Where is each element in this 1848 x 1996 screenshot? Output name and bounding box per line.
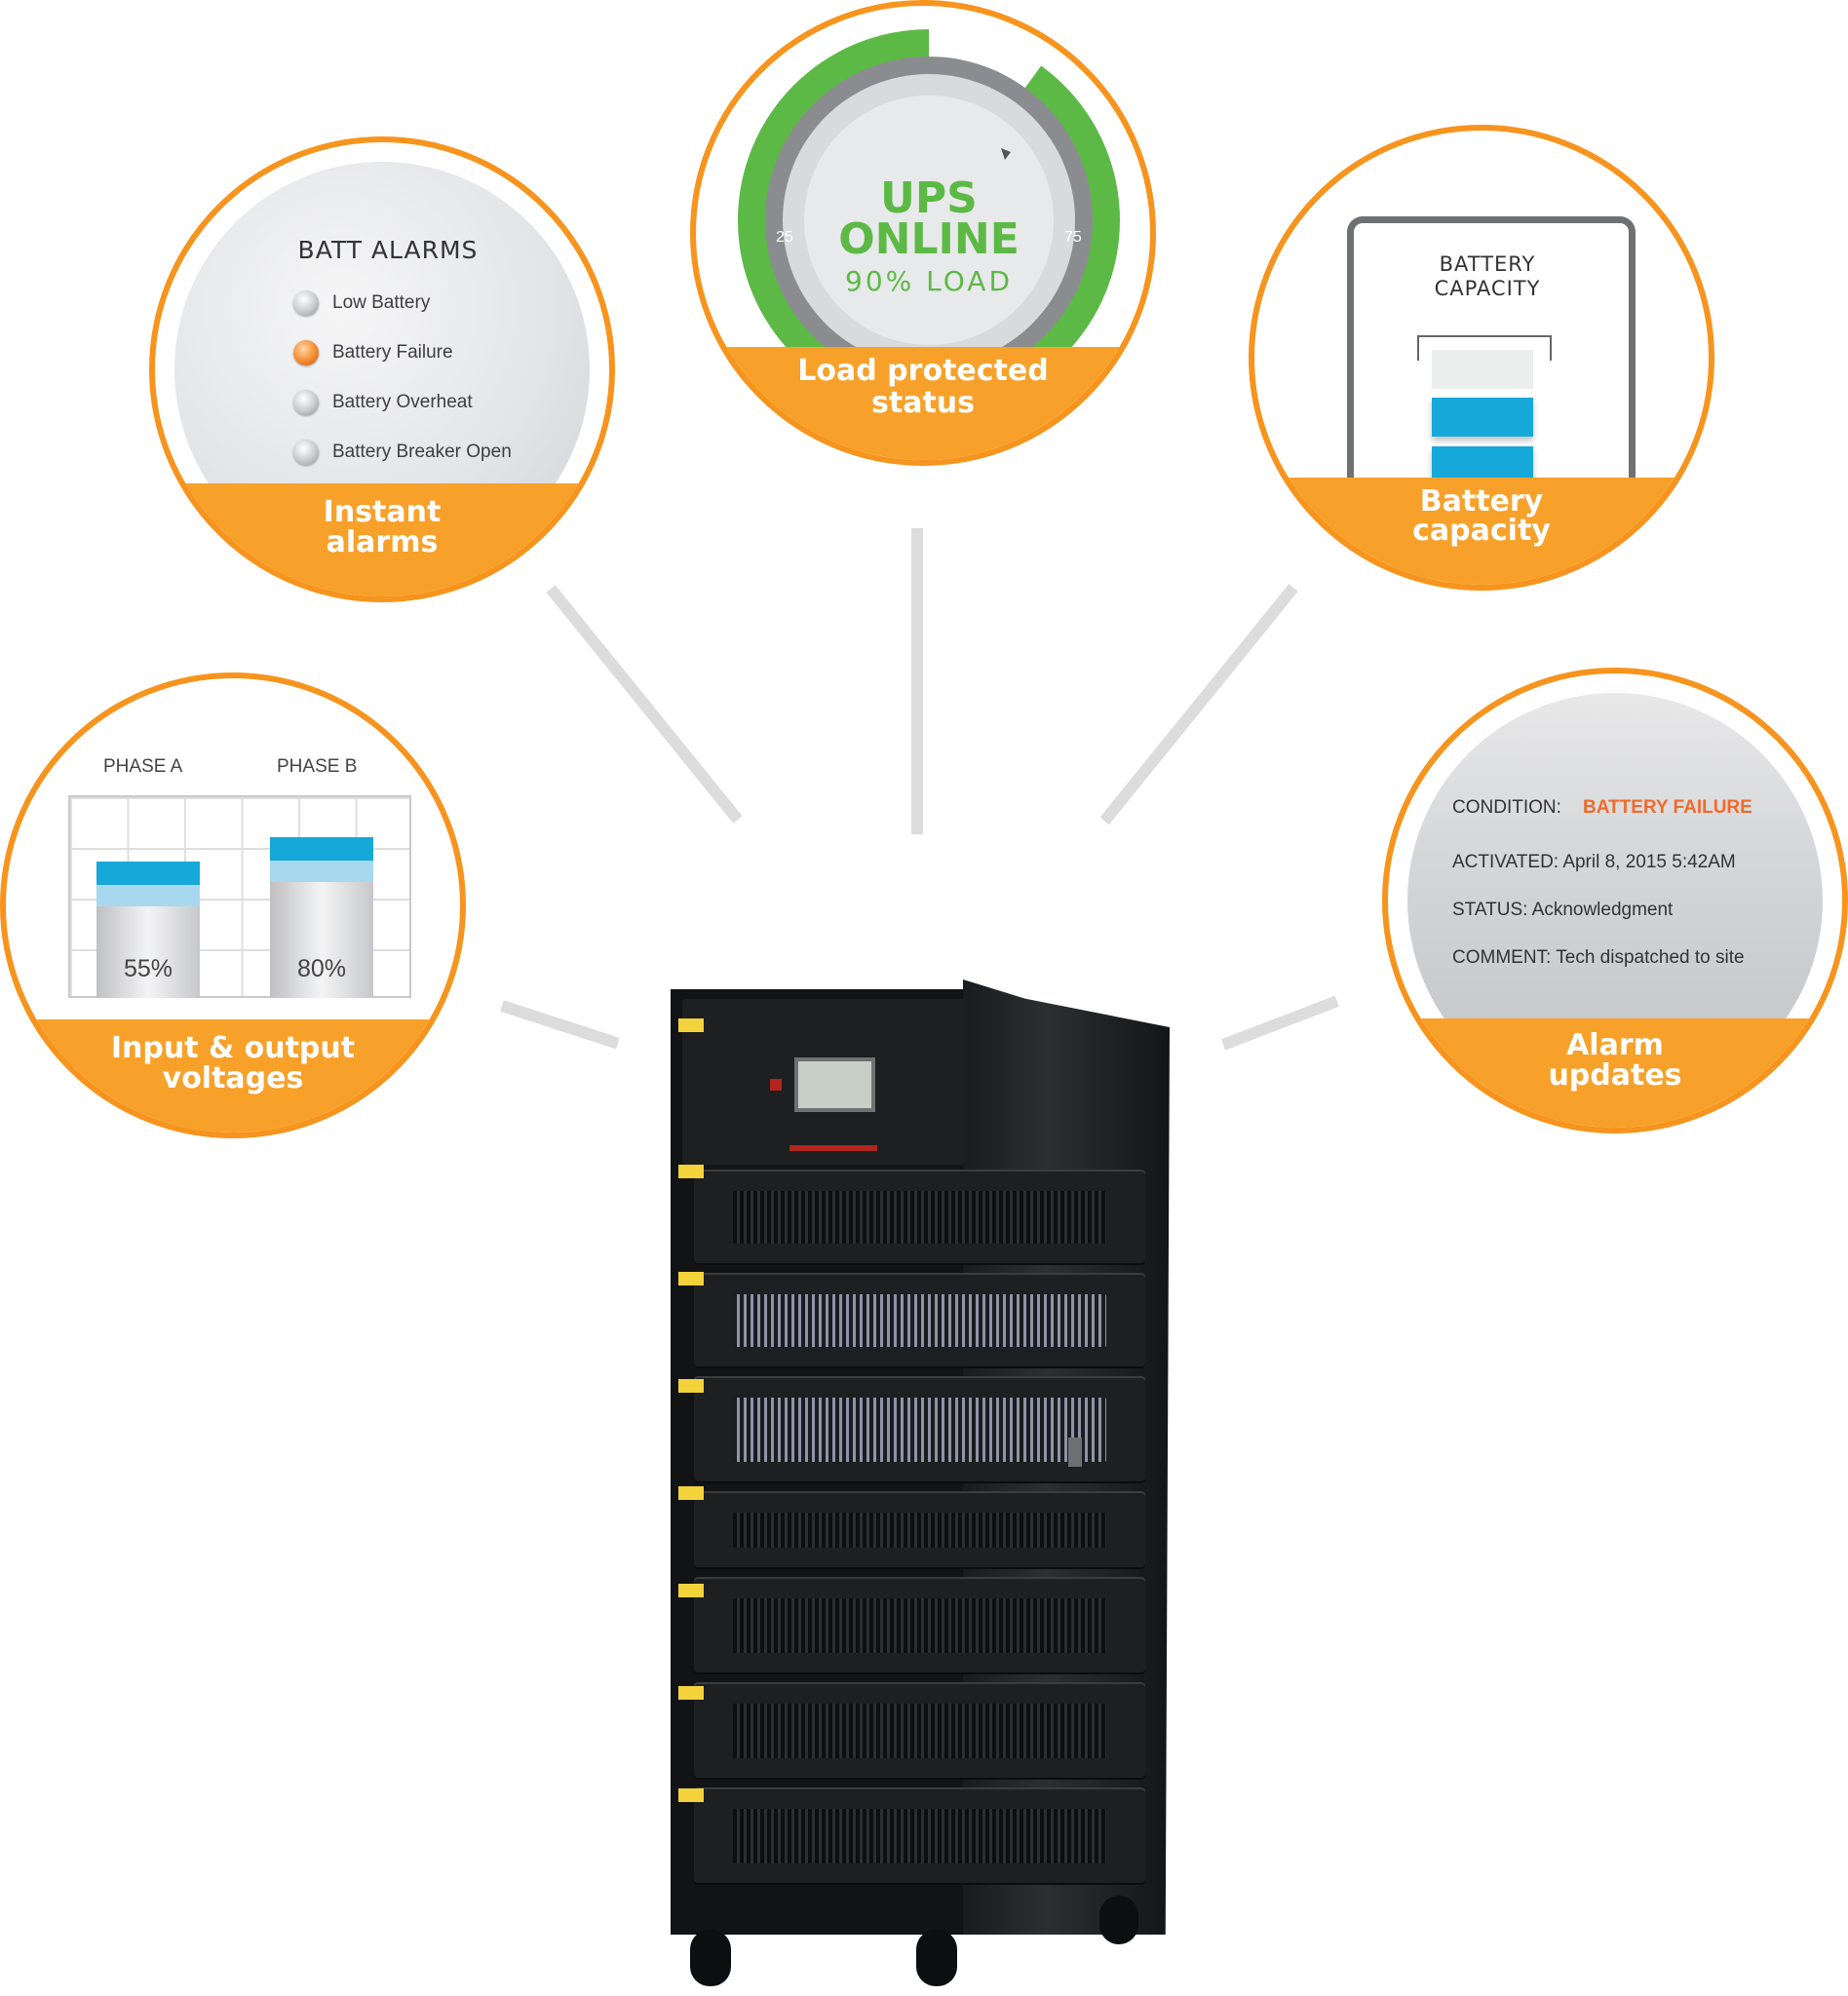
alarm-item: Battery Failure bbox=[293, 340, 453, 365]
module-slot bbox=[694, 1787, 1145, 1885]
brand-strip bbox=[789, 1145, 877, 1151]
module-slot bbox=[694, 1682, 1145, 1780]
phase-b-percent: 80% bbox=[296, 955, 347, 982]
connector-battery bbox=[1099, 584, 1298, 825]
connector-alarms bbox=[546, 585, 743, 824]
caption-line: alarms bbox=[326, 525, 439, 559]
status-led-icon bbox=[293, 440, 319, 465]
connector-voltages bbox=[500, 1000, 620, 1050]
module-slot bbox=[694, 1170, 1145, 1265]
alarms-title: BATT ALARMS bbox=[297, 236, 479, 264]
battery-capacity-card: BATTERY CAPACITY Battery capacity bbox=[1249, 125, 1714, 591]
load-gauge bbox=[738, 25, 1120, 411]
caption-line: Alarm bbox=[1566, 1028, 1664, 1062]
status-led-icon bbox=[293, 390, 319, 415]
status-led-active-icon bbox=[293, 340, 319, 365]
lcd-display bbox=[794, 1057, 875, 1112]
alarm-item: Low Battery bbox=[293, 290, 430, 316]
caption-line: capacity bbox=[1412, 514, 1551, 548]
phase-a-label: PHASE A bbox=[103, 756, 183, 777]
load-percent: 90% LOAD bbox=[845, 265, 1013, 297]
connector-alarm-updates bbox=[1220, 995, 1339, 1051]
load-status-card: UPS ONLINE 90% LOAD 25 75 Load protected… bbox=[690, 0, 1156, 466]
gauge-tick-right: 75 bbox=[1064, 229, 1082, 246]
warning-label bbox=[678, 1018, 704, 1032]
alarm-item: Battery Breaker Open bbox=[293, 440, 512, 465]
instant-alarms-card: BATT ALARMS Low Battery Battery Failure … bbox=[149, 136, 615, 602]
power-button bbox=[770, 1079, 782, 1091]
condition-value: BATTERY FAILURE bbox=[1583, 797, 1752, 818]
warning-label bbox=[678, 1379, 704, 1393]
warning-label bbox=[678, 1686, 704, 1700]
control-panel bbox=[682, 999, 965, 1165]
phase-a-bar bbox=[96, 862, 200, 998]
status-led-icon bbox=[293, 290, 319, 316]
caption-line: Instant bbox=[323, 495, 442, 529]
module-slot bbox=[694, 1273, 1145, 1368]
phase-b-bar bbox=[270, 837, 373, 998]
warning-label bbox=[678, 1165, 704, 1178]
gauge-tick-left: 25 bbox=[776, 229, 793, 246]
caption-line: voltages bbox=[162, 1061, 304, 1095]
comment-text: COMMENT: Tech dispatched to site bbox=[1452, 947, 1745, 968]
module-slot bbox=[694, 1577, 1145, 1674]
caster-wheel bbox=[690, 1930, 731, 1986]
voltages-card: PHASE A PHASE B 55% 80% Input & output v… bbox=[0, 672, 466, 1138]
caption-line: status bbox=[871, 386, 975, 420]
caption-line: Battery bbox=[1419, 484, 1544, 518]
caption-band: Input & output voltages bbox=[6, 1019, 460, 1132]
battery-title-line2: CAPACITY bbox=[1434, 277, 1541, 300]
status-text: STATUS: Acknowledgment bbox=[1452, 900, 1674, 920]
caption-band: Battery capacity bbox=[1254, 478, 1709, 585]
module-slot bbox=[694, 1491, 1145, 1569]
battery-title-line1: BATTERY bbox=[1439, 252, 1536, 276]
ups-status-line2: ONLINE bbox=[838, 214, 1020, 264]
warning-label bbox=[678, 1486, 704, 1500]
side-handle bbox=[1068, 1438, 1082, 1467]
warning-label bbox=[678, 1788, 704, 1802]
ups-cabinet bbox=[671, 979, 1173, 1996]
warning-label bbox=[678, 1584, 704, 1597]
battery-terminal bbox=[1417, 335, 1552, 361]
caption-line: updates bbox=[1548, 1058, 1682, 1093]
battery-cell-empty bbox=[1432, 350, 1533, 389]
phase-a-percent: 55% bbox=[123, 955, 173, 982]
caption-line: Input & output bbox=[110, 1031, 356, 1065]
caster-wheel bbox=[916, 1930, 957, 1986]
warning-label bbox=[678, 1272, 704, 1286]
alarm-updates-card: CONDITION: BATTERY FAILURE ACTIVATED: Ap… bbox=[1382, 668, 1848, 1133]
caption-line: Load protected bbox=[797, 354, 1049, 388]
module-slot bbox=[694, 1376, 1145, 1483]
activated-text: ACTIVATED: April 8, 2015 5:42AM bbox=[1452, 852, 1736, 872]
connector-load bbox=[911, 528, 923, 834]
battery-cell-full bbox=[1432, 398, 1533, 437]
caption-band: Alarm updates bbox=[1388, 1018, 1842, 1128]
caption-band: Instant alarms bbox=[155, 483, 609, 596]
ups-status-line1: UPS bbox=[880, 173, 978, 223]
caster-wheel bbox=[1099, 1896, 1138, 1944]
phase-b-label: PHASE B bbox=[277, 756, 358, 777]
condition-label: CONDITION: bbox=[1452, 797, 1561, 818]
caption-band: Load protected status bbox=[696, 347, 1150, 460]
alarm-item: Battery Overheat bbox=[293, 390, 473, 415]
